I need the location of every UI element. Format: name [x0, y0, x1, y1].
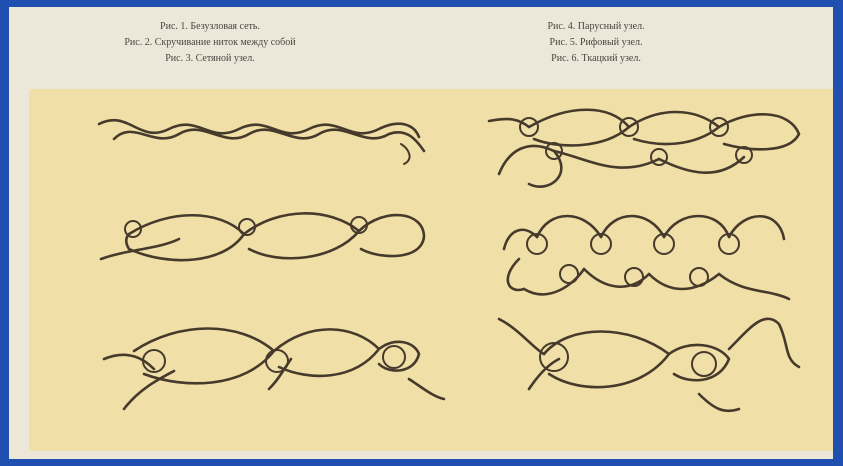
caption-block-right: Рис. 4. Парусный узел. Рис. 5. Рифовый у… — [451, 19, 741, 67]
sail-knot-chain-icon — [489, 110, 799, 187]
caption-fig-3: Рис. 3. Сетяной узел. — [25, 51, 395, 67]
twisted-netting-icon — [99, 120, 424, 164]
book-page: Рис. 1. Безузловая сеть. Рис. 2. Скручив… — [9, 7, 833, 459]
caption-fig-4: Рис. 4. Парусный узел. — [451, 19, 741, 35]
weavers-knot-icon — [499, 319, 799, 411]
caption-fig-2: Рис. 2. Скручивание ниток между собой — [25, 35, 395, 51]
caption-block-left: Рис. 1. Безузловая сеть. Рис. 2. Скручив… — [25, 19, 395, 67]
crossed-knot-mesh-icon — [104, 329, 444, 410]
illustration-plate — [29, 89, 833, 451]
loop-mesh-icon — [101, 213, 424, 260]
reef-knot-mesh-icon — [504, 216, 789, 299]
caption-fig-6: Рис. 6. Ткацкий узел. — [451, 51, 741, 67]
caption-fig-1: Рис. 1. Безузловая сеть. — [25, 19, 395, 35]
caption-fig-5: Рис. 5. Рифовый узел. — [451, 35, 741, 51]
knot-illustrations — [29, 89, 833, 451]
